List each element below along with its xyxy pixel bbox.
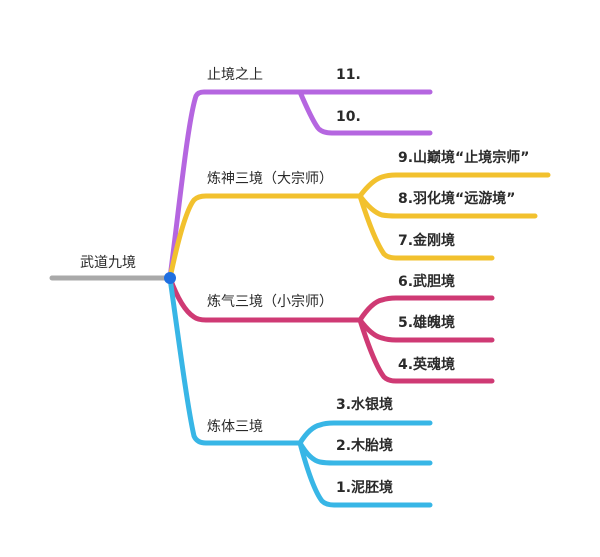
leaf-label-5[interactable]: 5.雄魄境 — [398, 315, 456, 331]
branch-label-shen[interactable]: 炼神三境（大宗师） — [207, 171, 333, 187]
leaf-label-6[interactable]: 6.武胆境 — [398, 274, 456, 290]
leaf-label-7[interactable]: 7.金刚境 — [398, 233, 456, 249]
leaf-label-1[interactable]: 1.泥胚境 — [336, 480, 394, 496]
leaf-line-7 — [357, 193, 495, 261]
leaf-label-3[interactable]: 3.水银境 — [336, 397, 394, 413]
leaf-line-2 — [297, 440, 433, 466]
leaf-label-4[interactable]: 4.英魂境 — [398, 357, 456, 373]
leaf-line-1 — [297, 440, 433, 508]
leaf-line-9 — [357, 172, 551, 199]
leaf-line-4 — [357, 317, 495, 384]
leaf-label-10[interactable]: 10. — [336, 109, 361, 125]
leaf-line-5 — [357, 317, 495, 343]
branch-line-ti — [167, 275, 303, 446]
leaf-line-3 — [297, 420, 433, 446]
leaf-line-10 — [297, 89, 433, 136]
branch-line-shen — [167, 193, 363, 281]
leaf-label-2[interactable]: 2.木胎境 — [336, 438, 394, 454]
leaf-label-11[interactable]: 11. — [336, 67, 361, 83]
leaf-label-9[interactable]: 9.山巅境“止境宗师” — [398, 150, 530, 166]
leaf-line-6 — [357, 295, 495, 323]
branch-line-qi — [167, 275, 363, 323]
root-label[interactable]: 武道九境 — [80, 255, 136, 271]
leaf-label-8[interactable]: 8.羽化境“远游境” — [398, 191, 516, 207]
root-node-dot[interactable] — [164, 272, 176, 284]
branch-label-ti[interactable]: 炼体三境 — [207, 419, 263, 435]
leaf-line-8 — [357, 193, 538, 219]
branch-line-beyond — [167, 89, 303, 281]
branch-label-qi[interactable]: 炼气三境（小宗师） — [207, 294, 333, 310]
branch-label-beyond[interactable]: 止境之上 — [207, 67, 263, 83]
